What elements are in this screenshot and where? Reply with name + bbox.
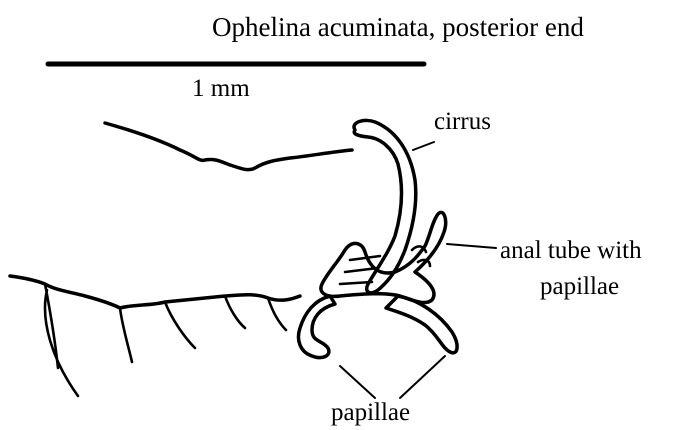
papillae-leader-right bbox=[400, 356, 445, 398]
scale-bar-label: 1 mm bbox=[192, 76, 250, 101]
papillae-leader-left bbox=[340, 366, 375, 398]
upper-body-outline bbox=[105, 123, 352, 170]
lower-body-outline bbox=[10, 276, 300, 308]
figure-title: Ophelina acuminata, posterior end bbox=[212, 14, 584, 41]
anal-tube-papillae bbox=[340, 246, 430, 284]
lower-papilla-right bbox=[386, 296, 457, 353]
lower-papilla-left bbox=[299, 296, 336, 358]
label-anal-tube-line1: anal tube with bbox=[500, 238, 642, 263]
label-cirrus: cirrus bbox=[434, 109, 491, 134]
anal-tube-leader bbox=[447, 244, 496, 248]
label-anal-tube-line2: papillae bbox=[540, 274, 619, 299]
label-papillae: papillae bbox=[331, 400, 410, 425]
cirrus-leader bbox=[413, 142, 434, 150]
segment-lines bbox=[45, 284, 286, 396]
